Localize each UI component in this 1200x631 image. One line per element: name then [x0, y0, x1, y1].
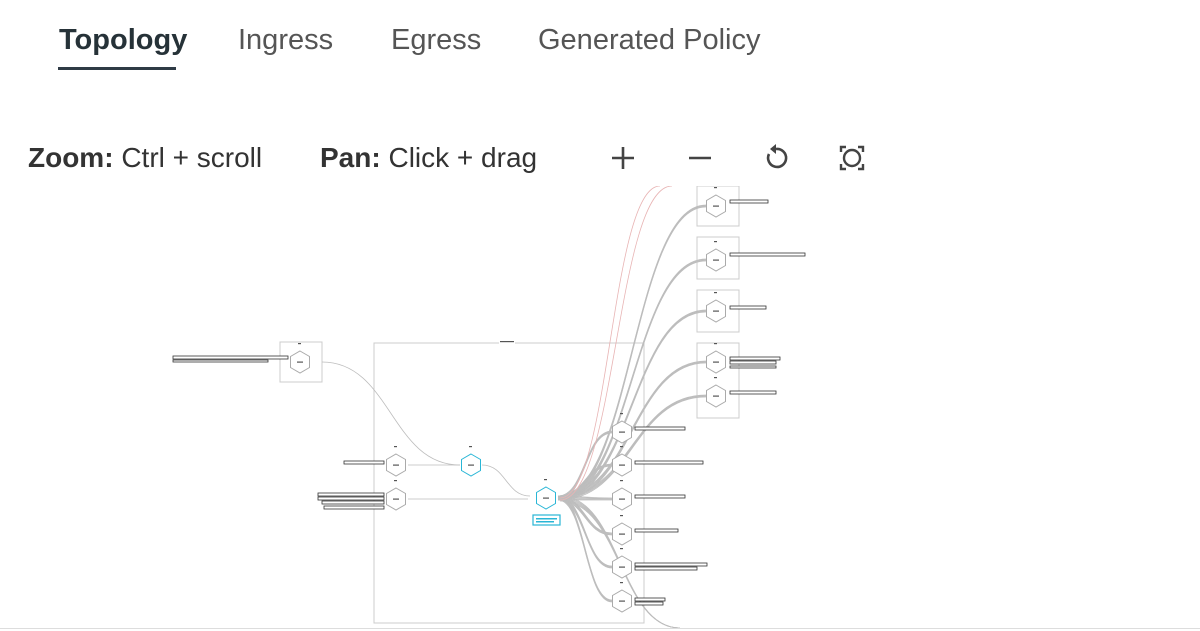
node-text-label [317, 492, 385, 497]
tab-topology[interactable]: Topology [59, 24, 188, 56]
tab-egress[interactable]: Egress [391, 24, 482, 56]
node-name-mark [298, 343, 301, 345]
service-group-box [696, 186, 740, 227]
selected-node-label-mark [536, 518, 557, 520]
node-label-mark [619, 498, 625, 500]
graph-edge [321, 361, 461, 466]
selected-node-label-mark [536, 521, 554, 523]
node-text-label [634, 494, 686, 499]
active-tab-indicator [58, 67, 176, 70]
zoom-hint-text: Ctrl + scroll [121, 142, 263, 173]
zoom-hint: Zoom: Ctrl + scroll [28, 140, 262, 176]
graph-edge [557, 395, 707, 499]
node-text-label [729, 252, 806, 257]
pan-hint: Pan: Click + drag [320, 140, 537, 176]
node-name-mark [714, 292, 717, 294]
node-label-mark [543, 497, 549, 499]
bottom-divider [0, 628, 1200, 629]
node-label-mark [713, 395, 719, 397]
graph-edge [557, 396, 707, 501]
zoom-in-button[interactable] [603, 138, 643, 178]
plus-icon [612, 147, 634, 169]
node-text-label [729, 390, 777, 395]
node-name-mark [620, 446, 623, 448]
node-name-mark [620, 413, 623, 415]
graph-edge [557, 396, 707, 500]
tab-ingress[interactable]: Ingress [238, 24, 334, 56]
node-label-mark [619, 431, 625, 433]
zoom-label: Zoom: [28, 142, 114, 173]
reset-view-button[interactable] [756, 138, 796, 178]
node-text-label [321, 500, 385, 505]
pan-label: Pan: [320, 142, 381, 173]
graph-edge [557, 499, 613, 603]
node-name-mark [620, 582, 623, 584]
reset-icon [766, 144, 788, 169]
graph-controls: Zoom: Ctrl + scroll Pan: Click + drag [0, 138, 1200, 180]
pan-hint-text: Click + drag [388, 142, 538, 173]
graph-edge [557, 395, 707, 498]
node-text-label [634, 460, 704, 465]
namespace-label-mark [500, 341, 514, 343]
graph-edge [559, 186, 673, 501]
node-text-label [323, 505, 385, 510]
node-label-mark [713, 259, 719, 261]
graph-edge [559, 186, 661, 499]
node-label-mark [713, 361, 719, 363]
node-label-mark [297, 361, 303, 363]
node-label-mark [713, 310, 719, 312]
node-text-label [729, 356, 781, 361]
tab-bar: Topology Ingress Egress Generated Policy [0, 0, 1200, 80]
node-name-mark [394, 446, 397, 448]
zoom-out-button[interactable] [680, 138, 720, 178]
node-label-mark [619, 566, 625, 568]
node-text-label [729, 360, 777, 365]
node-text-label [729, 199, 769, 204]
topology-graph-canvas[interactable] [0, 186, 1200, 628]
selected-node-label [532, 514, 561, 526]
node-name-mark [620, 548, 623, 550]
node-name-mark [620, 515, 623, 517]
node-name-mark [544, 479, 547, 481]
node-label-mark [393, 498, 399, 500]
node-text-label [172, 359, 269, 363]
node-text-label [729, 365, 777, 369]
node-label-mark [393, 464, 399, 466]
node-label-mark [619, 533, 625, 535]
node-name-mark [620, 480, 623, 482]
node-label-mark [619, 600, 625, 602]
fit-to-screen-icon [839, 145, 865, 171]
node-label-mark [468, 464, 474, 466]
node-text-label [317, 496, 385, 501]
node-text-label [729, 305, 767, 310]
node-text-label [634, 426, 686, 431]
node-text-label [172, 355, 289, 360]
node-name-mark [714, 241, 717, 243]
node-label-mark [713, 205, 719, 207]
node-text-label [634, 562, 708, 567]
node-label-mark [619, 464, 625, 466]
graph-edge [557, 206, 707, 501]
node-name-mark [714, 343, 717, 345]
graph-edge [481, 464, 531, 497]
node-name-mark [714, 377, 717, 379]
graph-edge [557, 394, 707, 497]
node-text-label [634, 528, 679, 533]
node-text-label [343, 460, 385, 465]
node-text-label [634, 566, 698, 571]
fit-to-screen-button[interactable] [832, 138, 872, 178]
service-group-box [696, 342, 740, 419]
node-name-mark [394, 480, 397, 482]
service-group-box [696, 236, 740, 280]
node-text-label [634, 601, 664, 606]
minus-icon [689, 156, 711, 160]
graph-edge [557, 311, 707, 501]
topology-graph[interactable] [0, 186, 1200, 628]
tab-generated-policy[interactable]: Generated Policy [538, 24, 761, 56]
node-text-label [634, 597, 666, 602]
node-name-mark [714, 187, 717, 189]
node-name-mark [469, 446, 472, 448]
